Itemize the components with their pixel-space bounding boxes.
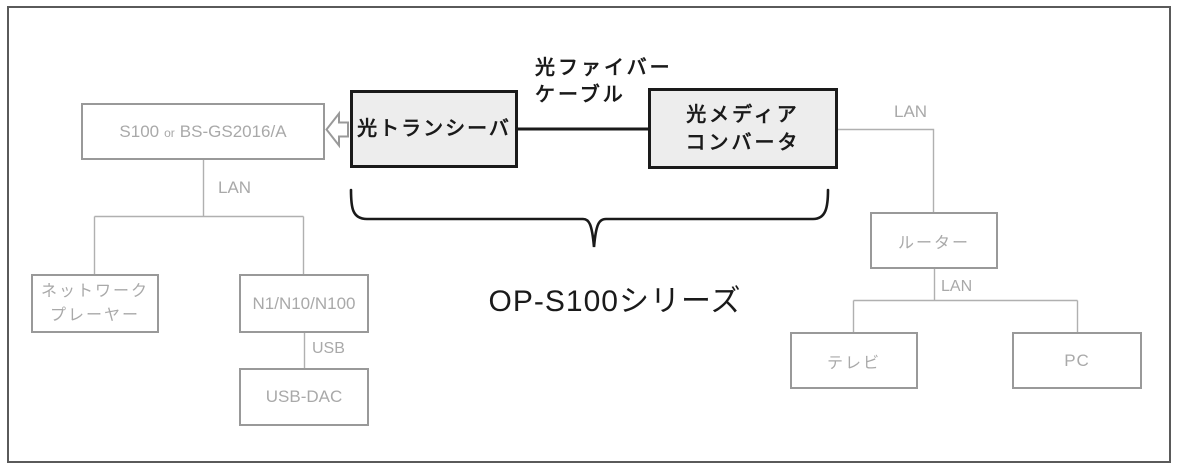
left-tree-connectors [93,160,306,368]
node-network-player-line2: プレーヤー [49,306,140,324]
node-optical-media-converter: 光メディア コンバータ [648,88,838,169]
fiber-cable-label: 光ファイバー ケーブル [535,55,673,109]
lan-label-router: LAN [941,278,973,295]
right-tree-connectors [838,128,1079,332]
diagram-border [7,6,1171,463]
node-router-label: ルーター [897,234,970,252]
node-optical-transceiver: 光トランシーバ [350,90,518,168]
node-router: ルーター [870,212,998,269]
node-tv-label: テレビ [826,354,881,372]
left-arrow-icon [325,110,349,149]
node-usb-dac-label: USB-DAC [265,387,343,406]
node-network-player-line1: ネットワーク [40,283,149,301]
lan-label-converter: LAN [894,102,928,121]
node-n-series-label: N1/N10/N100 [252,293,356,313]
lan-label-s100: LAN [218,178,252,197]
node-pc: PC [1012,332,1142,389]
node-tv: テレビ [790,332,918,389]
node-optical-media-converter-line2: コンバータ [685,131,801,154]
fiber-cable-label-line2: ケーブル [535,84,626,106]
node-optical-transceiver-label: 光トランシーバ [357,118,511,140]
node-pc-label: PC [1064,350,1090,370]
fiber-cable-label-line1: 光ファイバー [535,57,673,79]
node-usb-dac: USB-DAC [239,368,369,426]
usb-label: USB [312,340,345,357]
node-n-series: N1/N10/N100 [239,274,369,333]
brace [349,188,830,248]
node-optical-media-converter-line1: 光メディア [686,103,800,126]
node-network-player: ネットワーク プレーヤー [31,274,159,333]
series-annotation: OP-S100シリーズ [488,285,742,318]
